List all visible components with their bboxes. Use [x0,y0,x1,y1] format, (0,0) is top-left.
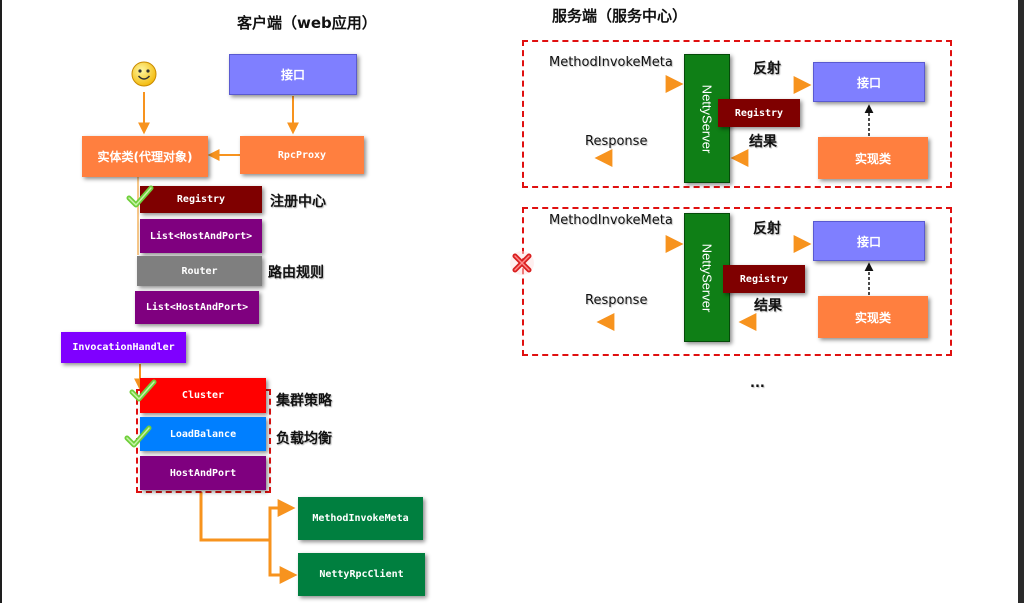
load-balance-label: 负载均衡 [276,431,332,447]
host-and-port-box: HostAndPort [140,456,266,490]
rpc-proxy-box: RpcProxy [240,136,364,174]
registry-center-label: 注册中心 [270,194,326,210]
bracket-to-nettyrpcclient [268,540,298,584]
netty-rpc-client-box: NettyRpcClient [298,553,425,596]
p1-method-invoke-meta-label: MethodInvokeMeta [549,55,673,70]
p2-method-invoke-meta-label: MethodInvokeMeta [549,213,673,228]
check-icon [129,379,157,402]
interface-box: 接口 [229,54,357,95]
p2-netty-server-label: NettyServer [699,243,715,312]
check-icon [126,185,154,208]
cluster-box: Cluster [140,378,266,413]
server-panel-1 [522,40,952,188]
window-frame-left [0,0,2,603]
server-panel-2 [522,207,952,356]
p2-interface-box: 接口 [813,221,925,261]
p1-impl-box: 实现类 [818,137,928,179]
cluster-strategy-label: 集群策略 [276,393,332,409]
p2-impl-box: 实现类 [818,296,928,338]
p2-netty-server: NettyServer [684,213,730,342]
cross-icon [510,251,534,275]
p1-netty-server-label: NettyServer [699,84,715,153]
p2-response-label: Response [585,293,648,308]
bracket-hostandport [199,492,296,542]
p1-registry-box: Registry [718,99,800,127]
window-frame-right [1018,0,1024,603]
smiley-icon [131,61,157,87]
server-title: 服务端（服务中心） [552,7,688,25]
load-balance-box: LoadBalance [140,417,266,451]
host-list-box-2: List<HostAndPort> [135,291,259,324]
registry-box: Registry [140,186,262,213]
client-title: 客户端（web应用） [237,14,377,32]
p1-interface-box: 接口 [813,62,925,102]
p1-response-label: Response [585,134,648,149]
router-box: Router [137,256,262,286]
p1-result-label: 结果 [749,134,777,150]
routing-rules-label: 路由规则 [268,265,324,281]
p2-result-label: 结果 [754,298,782,314]
entity-proxy-box: 实体类(代理对象) [82,136,208,177]
p2-registry-box: Registry [723,265,805,293]
more-servers-ellipsis: ... [750,376,765,391]
method-invoke-meta-box: MethodInvokeMeta [298,497,423,540]
check-icon [124,425,152,448]
invocation-handler-box: InvocationHandler [61,332,186,363]
p2-reflect-label: 反射 [753,221,781,237]
p1-reflect-label: 反射 [753,61,781,77]
host-list-box-1: List<HostAndPort> [140,219,262,253]
